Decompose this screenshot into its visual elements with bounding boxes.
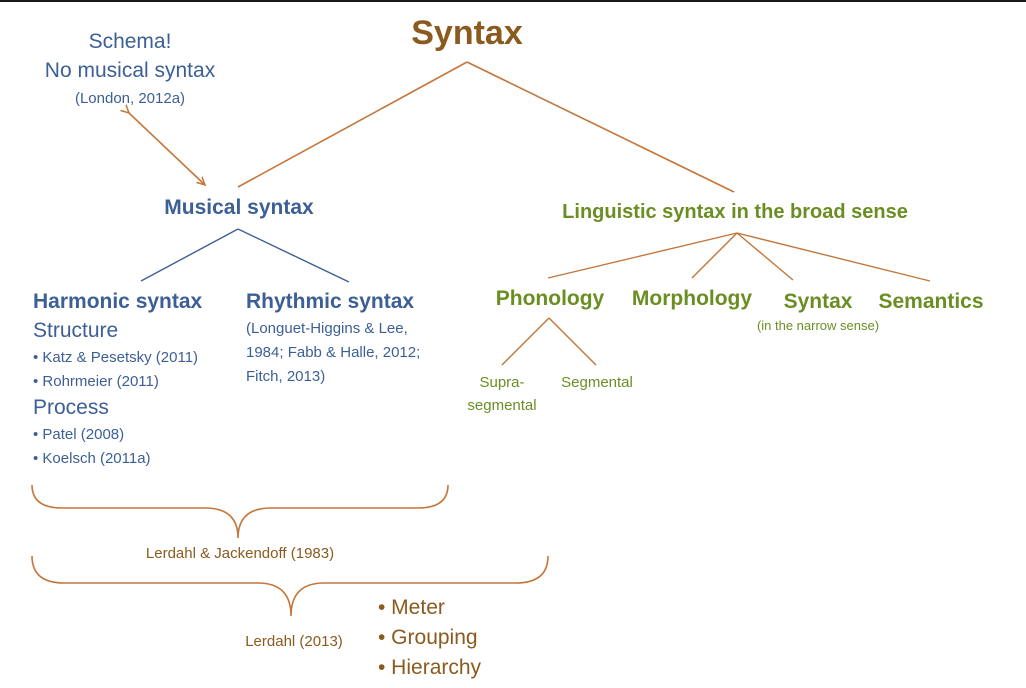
process-heading: Process [33,396,109,419]
edge-syntax-linguistic [466,61,735,193]
rhythmic-reference-line: 1984; Fabb & Halle, 2012; [246,344,421,361]
schema-reference: (London, 2012a) [74,90,186,107]
edge-ling-phonology [547,232,738,279]
brace-lerdahl-2013 [31,555,549,617]
edge-ling-semantics [736,232,931,282]
rhythmic-syntax-label: Rhythmic syntax [246,290,415,313]
edge-syntax-musical [237,61,468,188]
edge-musical-rhythmic [237,228,350,283]
harmonic-syntax-label: Harmonic syntax [33,290,203,313]
structure-item: • Rohrmeier (2011) [33,373,159,390]
rhythmic-reference-line: Fitch, 2013) [246,368,326,385]
phonology-label: Phonology [495,287,605,310]
root-title: Syntax [411,14,523,52]
lerdahl-2013-label: Lerdahl (2013) [245,633,343,650]
edge-ling-morphology [691,232,738,279]
linguistic-syntax-label: Linguistic syntax in the broad sense [562,201,908,223]
lerdahl-jackendoff-label: Lerdahl & Jackendoff (1983) [145,545,335,562]
bullet-grouping: • Grouping [378,626,478,649]
bullet-meter: • Meter [378,596,445,619]
segmental-label: Segmental [561,374,633,391]
edge-phonology-segmental [548,317,597,366]
morphology-label: Morphology [631,287,753,310]
musical-syntax-label: Musical syntax [164,196,314,219]
edge-schema-arrow [129,113,205,185]
rhythmic-reference-line: (Longuet-Higgins & Lee, [246,320,408,337]
syntax-narrow-note: (in the narrow sense) [756,318,880,333]
semantics-label: Semantics [878,290,984,313]
schema-label: Schema! [88,30,172,53]
edge-phonology-supra [501,317,550,366]
process-item: • Koelsch (2011a) [33,450,151,467]
schema-no-musical-syntax: No musical syntax [44,59,216,82]
process-item: • Patel (2008) [33,426,125,443]
suprasegmental-label: Supra- [479,374,525,391]
top-border-line [0,0,1026,2]
structure-item: • Katz & Pesetsky (2011) [33,349,199,366]
structure-heading: Structure [33,319,119,342]
edge-musical-harmonic [140,228,239,282]
syntax-narrow-label: Syntax [783,290,853,313]
edge-ling-syntax [736,232,794,281]
suprasegmental-label: segmental [467,397,537,414]
brace-lerdahl-jackendoff [31,484,449,539]
bullet-hierarchy: • Hierarchy [378,656,482,679]
